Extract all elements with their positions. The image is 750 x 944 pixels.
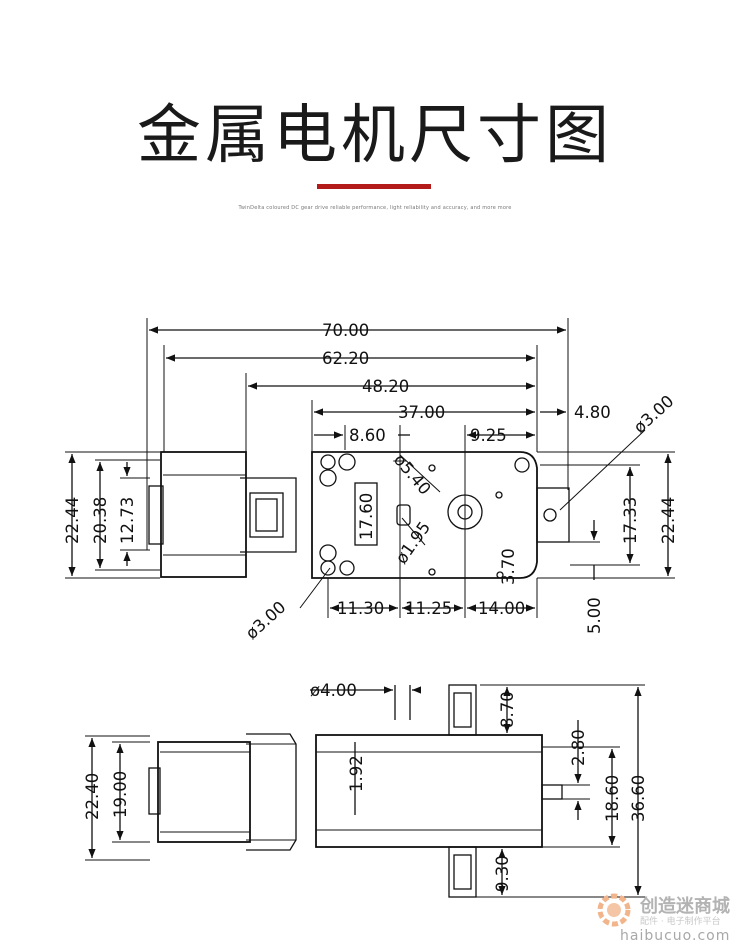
dim-36-60: 36.60 <box>629 775 648 822</box>
side-clip <box>246 733 297 851</box>
dim-20-38: 20.38 <box>91 497 110 544</box>
side-tab-top <box>448 684 477 736</box>
dim-22-40: 22.40 <box>83 773 102 820</box>
watermark-gear-icon <box>597 893 631 927</box>
dim-dia-4: ø4.00 <box>310 681 357 700</box>
side-tab-bottom <box>448 846 477 898</box>
dim-9-25: 9.25 <box>470 426 507 445</box>
dim-8-60: 8.60 <box>349 426 386 445</box>
dim-2-80: 2.80 <box>569 729 588 766</box>
side-output-shaft <box>541 784 563 800</box>
motor-endcap <box>148 485 164 545</box>
dim-22-44-right: 22.44 <box>659 497 678 544</box>
dim-11-30: 11.30 <box>337 599 384 618</box>
dim-5-00: 5.00 <box>585 597 604 634</box>
dim-dia-3-bottom: ø3.00 <box>242 598 290 643</box>
dim-dia-3-top: ø3.00 <box>630 392 678 437</box>
title-accent-bar <box>317 184 431 189</box>
dim-17-33: 17.33 <box>621 497 640 544</box>
dim-1-92: 1.92 <box>347 755 366 792</box>
dim-62: 62.20 <box>322 349 369 368</box>
dim-18-60: 18.60 <box>603 775 622 822</box>
motor-can <box>160 451 247 578</box>
page-subtitle: TwinDelta coloured DC gear drive reliabl… <box>238 205 512 211</box>
dim-19-00: 19.00 <box>111 771 130 818</box>
dim-17-60: 17.60 <box>357 493 376 540</box>
motor-clip <box>240 477 297 553</box>
dim-70: 70.00 <box>322 321 369 340</box>
dim-4-80: 4.80 <box>574 403 611 422</box>
side-view <box>85 684 645 898</box>
dim-37: 37.00 <box>398 403 445 422</box>
watermark-tagline: 配件 · 电子制作平台 <box>640 917 721 927</box>
watermark-url: haibucuo.com <box>620 928 731 944</box>
side-gearbox <box>315 734 543 848</box>
dim-14-00: 14.00 <box>478 599 525 618</box>
dim-3-70: 3.70 <box>499 548 518 585</box>
top-view <box>65 318 675 618</box>
dim-9-30: 9.30 <box>493 855 512 892</box>
watermark-brand: 创造迷商城 <box>640 896 730 917</box>
side-motor-can <box>157 741 251 843</box>
page-title: 金属电机尺寸图 <box>137 99 613 173</box>
mounting-tab <box>536 487 570 543</box>
dim-11-25: 11.25 <box>405 599 452 618</box>
clip-window <box>249 492 284 538</box>
dim-8-70: 8.70 <box>498 691 517 728</box>
dim-12-73: 12.73 <box>118 497 137 544</box>
dim-22-44-left: 22.44 <box>63 497 82 544</box>
tab-hole <box>543 508 557 522</box>
side-view-labels: ø4.00 8.70 1.92 22.40 19.00 2.80 18.60 3… <box>83 681 648 892</box>
dim-48: 48.20 <box>362 377 409 396</box>
